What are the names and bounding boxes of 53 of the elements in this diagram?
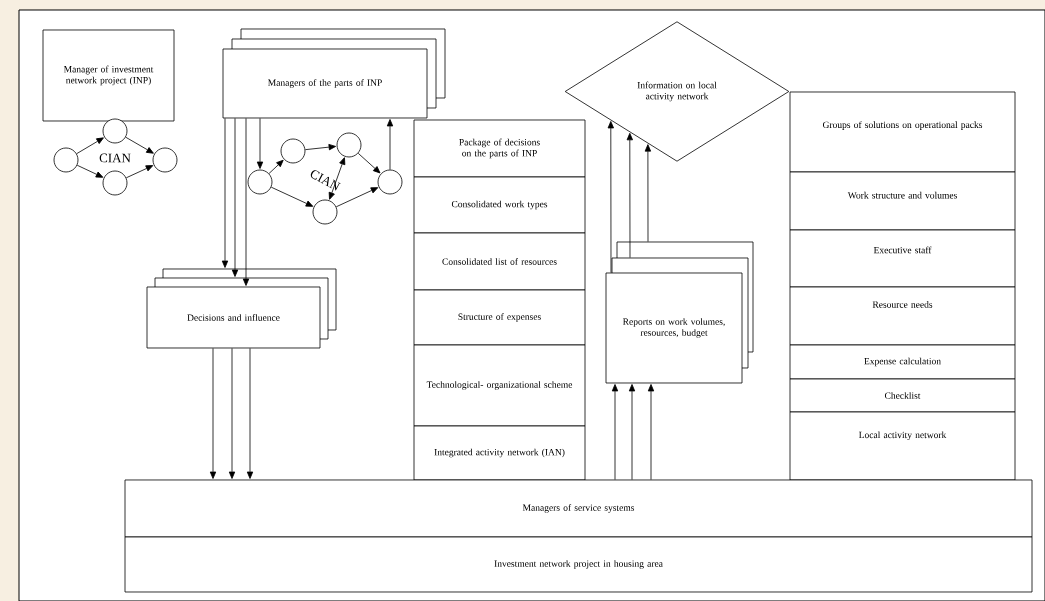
arrow (76, 164, 104, 178)
table-cell: Consolidated list of resources (413, 232, 586, 291)
network-node (377, 169, 403, 195)
stacked-box: Reports on work volumes, resources, budget (605, 241, 754, 384)
diamond-box: Information on local activity network (564, 21, 790, 162)
table-cell: Integrated activity network (IAN) (413, 425, 586, 481)
table-cell: Expense calculation (789, 344, 1016, 380)
table-cell: Checklist (789, 378, 1016, 413)
network-node (280, 138, 306, 164)
arrow (228, 348, 236, 479)
network-node (247, 169, 273, 195)
arrow (628, 384, 636, 480)
network-label: CIAN (310, 170, 341, 191)
arrow (328, 157, 346, 200)
arrow (125, 165, 154, 179)
arrow (270, 186, 314, 207)
arrow (647, 384, 655, 480)
text-box: Manager of investment network project (INP) (42, 29, 175, 122)
network-node (336, 132, 362, 158)
network-node (102, 170, 128, 196)
arrow (304, 144, 336, 151)
table-cell: Executive staff (789, 229, 1016, 288)
table-cell: Groups of solutions on operational packs (789, 91, 1016, 173)
arrow (76, 137, 104, 155)
table-cell: Resource needs (789, 286, 1016, 346)
stacked-box: Managers of the parts of INP (222, 28, 446, 119)
network-node (152, 147, 178, 173)
arrow (626, 132, 633, 258)
stacked-box: Decisions and influence (146, 268, 337, 349)
arrow (611, 384, 619, 480)
arrow (268, 159, 284, 174)
arrow (125, 136, 154, 154)
arrow (335, 187, 379, 208)
arrow (231, 118, 239, 277)
table-cell: Structure of expenses (413, 289, 586, 346)
arrow (607, 121, 614, 273)
network-node (312, 199, 338, 225)
arrow (242, 118, 250, 286)
network-label: CIAN (99, 153, 131, 163)
arrow (209, 348, 217, 479)
table-cell: Technological- organizational scheme (413, 344, 586, 427)
arrow (644, 144, 652, 242)
table-cell: Package of decisions on the parts of INP (413, 119, 586, 178)
arrow (256, 118, 264, 169)
arrow (386, 119, 394, 170)
table-cell: Work structure and volumes (789, 171, 1016, 231)
arrow (357, 152, 381, 174)
band: Investment network project in housing area (124, 536, 1033, 593)
network-node (53, 147, 79, 173)
network-node (102, 118, 128, 144)
table-cell: Consolidated work types (413, 176, 586, 234)
arrow (246, 348, 254, 479)
arrow (221, 118, 229, 268)
